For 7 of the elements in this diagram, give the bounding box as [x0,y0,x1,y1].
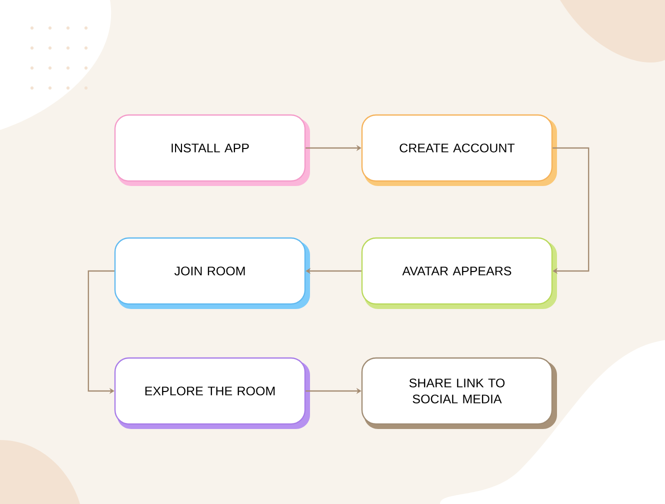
process-box: CREATE ACCOUNT [361,114,557,186]
arrow [552,147,590,274]
process-box: SHARE LINK TO SOCIAL MEDIA [361,357,557,429]
process-box: JOIN ROOM [114,237,310,309]
process-box: AVATAR APPEARS [361,237,557,309]
process-box: INSTALL APP [114,114,310,186]
process-box: EXPLORE THE ROOM [114,357,310,429]
